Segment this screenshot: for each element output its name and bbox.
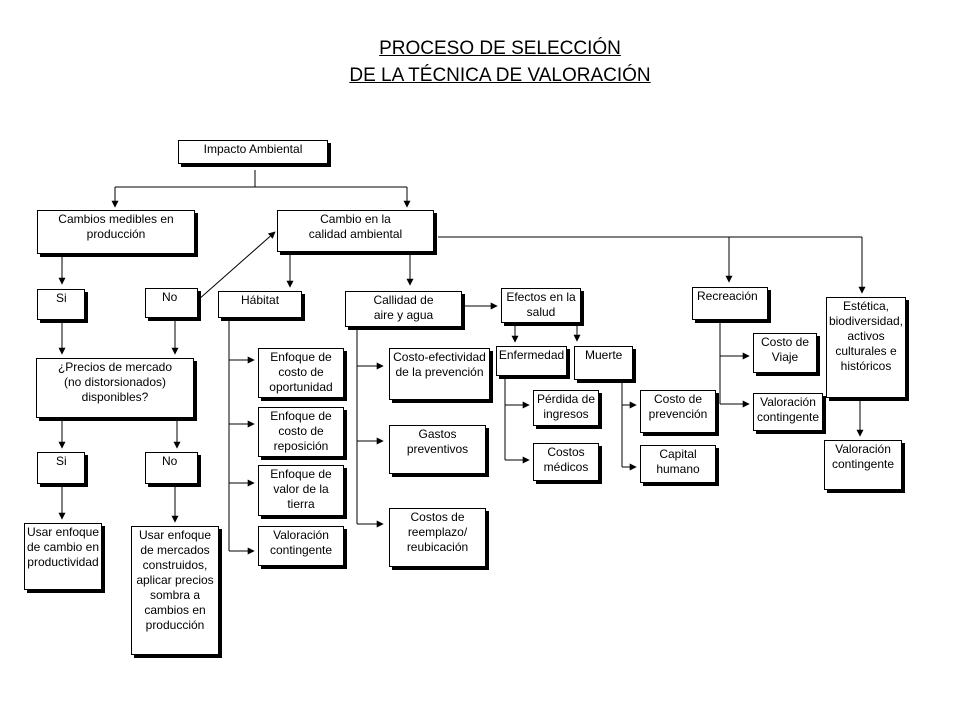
box-costo-viaje: Costo de Viaje xyxy=(753,333,817,373)
box-costos-medicos: Costos médicos xyxy=(533,443,599,481)
box-enfoque-valor-tierra: Enfoque de valor de la tierra xyxy=(258,465,344,516)
box-capital-humano: Capital humano xyxy=(640,445,716,483)
box-usar-enfoque-mercados-construidos: Usar enfoque de mercados construidos, ap… xyxy=(131,526,219,655)
box-precios-mercado: ¿Precios de mercado (no distorsionados) … xyxy=(36,358,194,418)
box-estetica: Estética, biodiversidad, activos cultura… xyxy=(826,297,906,398)
box-efectos-salud: Efectos en la salud xyxy=(501,288,581,323)
box-muerte: Muerte xyxy=(574,346,633,380)
box-no-1: No xyxy=(145,288,198,318)
diagram-title-line-2: DE LA TÉCNICA DE VALORACIÓN xyxy=(349,65,651,86)
box-valoracion-contingente-recreacion: Valoración contingente xyxy=(753,393,823,431)
box-valoracion-contingente-habitat: Valoración contingente xyxy=(258,526,344,566)
box-si-2: Si xyxy=(37,452,85,484)
box-enfoque-reposicion: Enfoque de costo de reposición xyxy=(258,407,344,457)
box-no-2: No xyxy=(145,452,198,484)
box-enfermedad: Enfermedad xyxy=(496,346,567,376)
diagram-title-line-1: PROCESO DE SELECCIÓN xyxy=(379,38,621,59)
box-costo-efectividad: Costo-efectividad de la prevención xyxy=(389,348,490,400)
box-gastos-preventivos: Gastos preventivos xyxy=(389,425,486,474)
box-si-1: Si xyxy=(37,289,85,320)
box-valoracion-contingente-estetica: Valoración contingente xyxy=(824,440,902,490)
box-habitat: Hábitat xyxy=(218,291,302,318)
box-perdida-ingresos: Pérdida de ingresos xyxy=(533,390,599,426)
box-usar-enfoque-productividad: Usar enfoque de cambio en productividad xyxy=(24,523,102,590)
box-calidad-aire-agua: Callidad de aire y agua xyxy=(345,291,462,327)
box-enfoque-oportunidad: Enfoque de costo de oportunidad xyxy=(258,348,344,398)
box-costo-prevencion: Costo de prevención xyxy=(640,390,716,433)
box-impacto-ambiental: Impacto Ambiental xyxy=(178,140,328,164)
box-recreacion: Recreación xyxy=(692,287,768,320)
box-cambios-medibles: Cambios medibles en producción xyxy=(37,210,195,254)
box-cambio-calidad-ambiental: Cambio en la calidad ambiental xyxy=(277,210,434,252)
box-costos-reemplazo: Costos de reemplazo/ reubicación xyxy=(389,508,486,567)
